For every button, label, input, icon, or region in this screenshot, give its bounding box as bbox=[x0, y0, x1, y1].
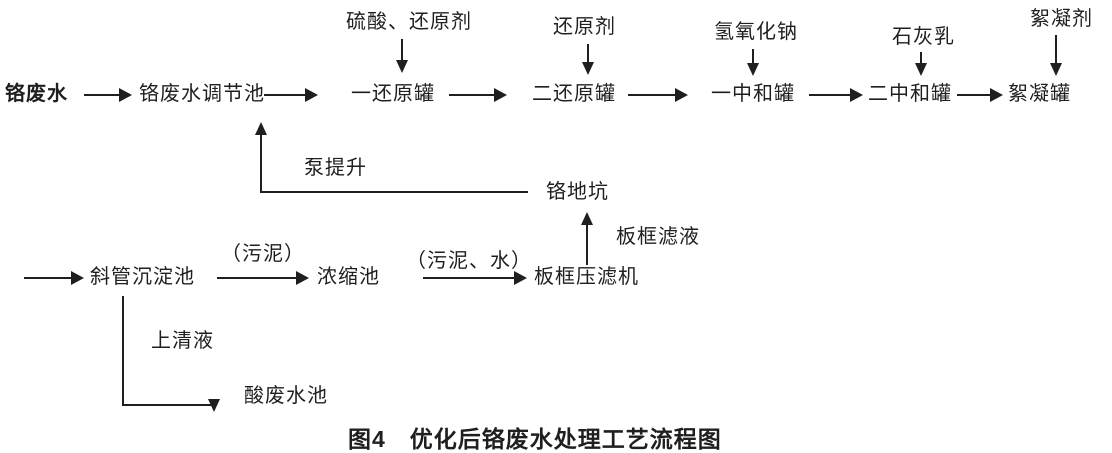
node-thickening-tank: 浓缩池 bbox=[317, 266, 380, 288]
arrow-reduction-2-to-neutralization-1 bbox=[628, 88, 688, 102]
label-lime-milk: 石灰乳 bbox=[892, 26, 955, 48]
label-sulfuric-acid-reductant: 硫酸、还原剂 bbox=[346, 11, 472, 33]
arrow-filter-liquid-up bbox=[581, 212, 593, 265]
node-filter-press: 板框压滤机 bbox=[534, 266, 639, 288]
pump-line-horizontal bbox=[260, 191, 528, 193]
node-regulating-tank: 铬废水调节池 bbox=[139, 83, 265, 105]
supernatant-line-vertical bbox=[122, 296, 124, 406]
label-sludge: （污泥） bbox=[221, 243, 305, 265]
node-reduction-tank-2: 二还原罐 bbox=[532, 83, 616, 105]
label-sodium-hydroxide: 氢氧化钠 bbox=[714, 21, 798, 43]
arrow-naoh-down bbox=[747, 49, 759, 76]
arrow-lime-down bbox=[915, 52, 927, 76]
arrow-regulating-tank-to-reduction-1 bbox=[264, 88, 318, 102]
node-sedimentation-tank: 斜管沉淀池 bbox=[90, 266, 195, 288]
pump-line-vertical-up bbox=[255, 122, 267, 193]
label-filter-liquid: 板框滤液 bbox=[616, 226, 700, 248]
node-chrome-pit: 铬地坑 bbox=[546, 181, 609, 203]
label-supernatant: 上清液 bbox=[151, 330, 214, 352]
arrow-neutralization-1-to-neutralization-2 bbox=[809, 88, 863, 102]
node-source: 铬废水 bbox=[5, 83, 68, 105]
label-pump-lift: 泵提升 bbox=[304, 157, 367, 179]
node-acid-wastewater-tank: 酸废水池 bbox=[244, 385, 328, 407]
arrow-sedimentation-to-thickening bbox=[217, 271, 309, 285]
node-flocculation-tank: 絮凝罐 bbox=[1008, 83, 1071, 105]
arrow-sulfuric-acid-down bbox=[396, 39, 408, 73]
supernatant-arrowhead-down bbox=[208, 399, 220, 412]
label-reductant: 还原剂 bbox=[553, 16, 616, 38]
label-flocculant: 絮凝剂 bbox=[1030, 8, 1093, 30]
figure-caption: 图4 优化后铬废水处理工艺流程图 bbox=[348, 426, 722, 452]
arrow-flocculant-down bbox=[1050, 35, 1062, 76]
arrow-neutralization-2-to-flocculation bbox=[957, 88, 1003, 102]
label-sludge-water: （污泥、水） bbox=[406, 250, 532, 272]
arrow-thickening-to-filter-press bbox=[423, 271, 527, 285]
arrow-inflow-to-sedimentation bbox=[24, 271, 84, 285]
arrow-reduction-1-to-reduction-2 bbox=[449, 88, 507, 102]
arrow-reductant-down bbox=[582, 44, 594, 75]
node-neutralization-tank-1: 一中和罐 bbox=[711, 83, 795, 105]
supernatant-line-horizontal bbox=[122, 404, 212, 406]
node-neutralization-tank-2: 二中和罐 bbox=[868, 83, 952, 105]
arrow-source-to-regulating-tank bbox=[84, 88, 132, 102]
node-reduction-tank-1: 一还原罐 bbox=[351, 83, 435, 105]
